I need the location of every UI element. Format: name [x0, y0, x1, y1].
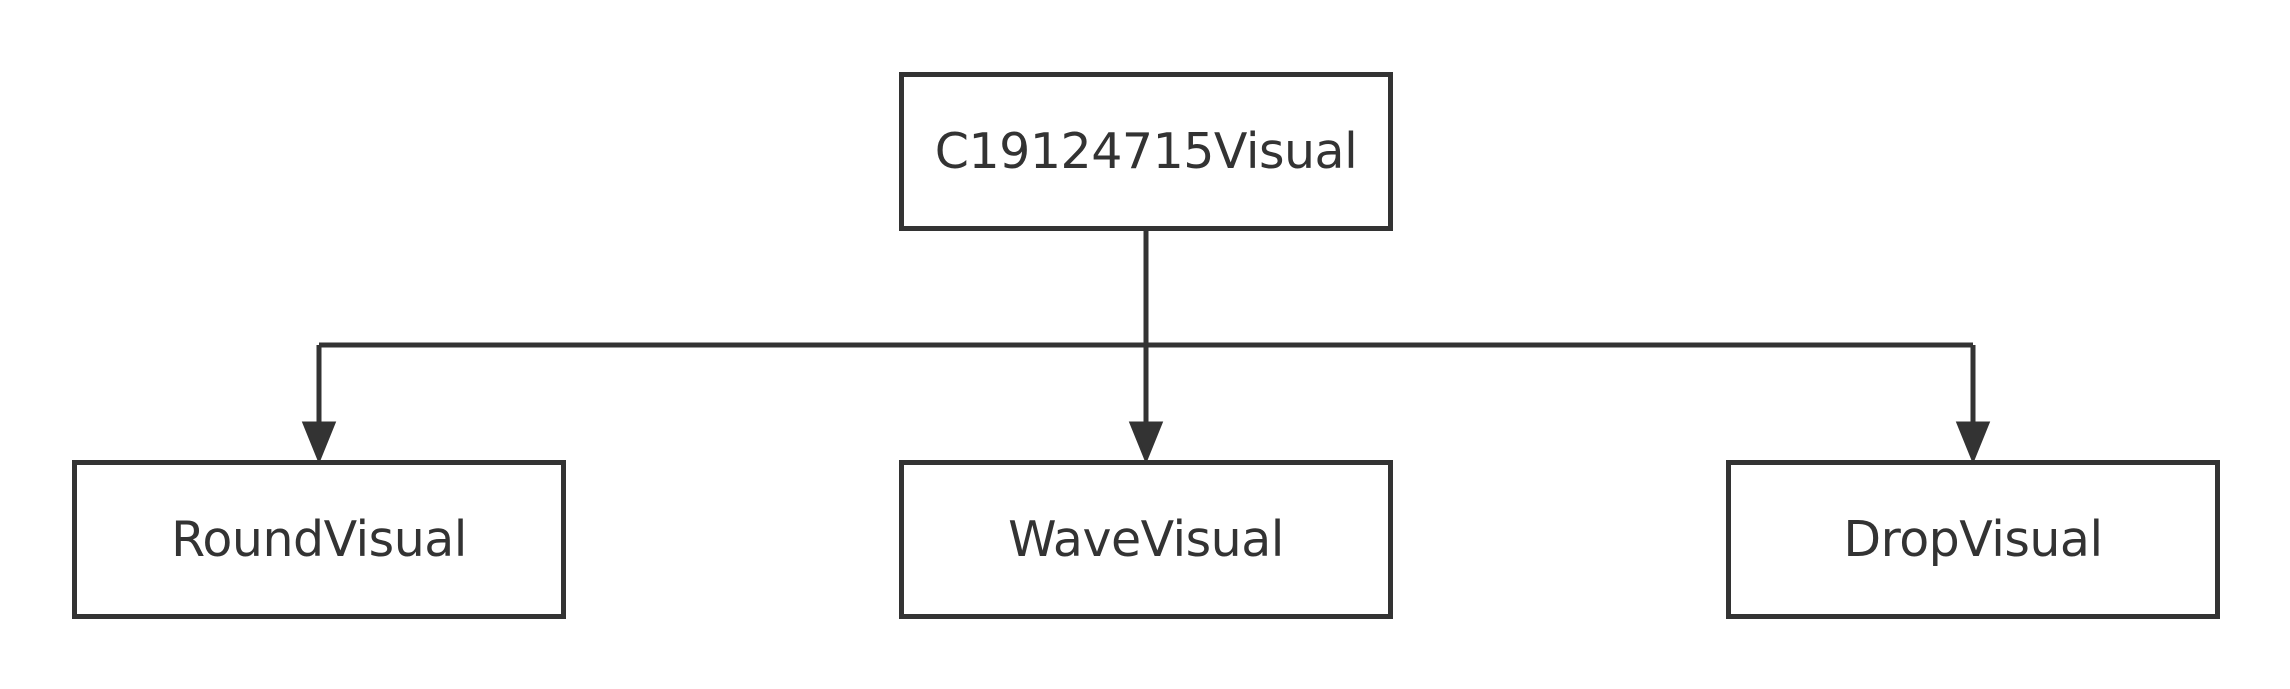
parent-class-node: C19124715Visual: [899, 72, 1393, 231]
child-class-node-round: RoundVisual: [72, 460, 566, 619]
child-class-label-wave: WaveVisual: [1008, 511, 1284, 568]
parent-class-label: C19124715Visual: [934, 123, 1358, 180]
child-class-label-drop: DropVisual: [1843, 511, 2103, 568]
child-class-node-wave: WaveVisual: [899, 460, 1393, 619]
arrowhead-round-icon: [301, 421, 337, 464]
child-class-label-round: RoundVisual: [171, 511, 467, 568]
child-class-node-drop: DropVisual: [1726, 460, 2220, 619]
arrowhead-drop-icon: [1955, 421, 1991, 464]
arrowhead-wave-icon: [1128, 421, 1164, 464]
